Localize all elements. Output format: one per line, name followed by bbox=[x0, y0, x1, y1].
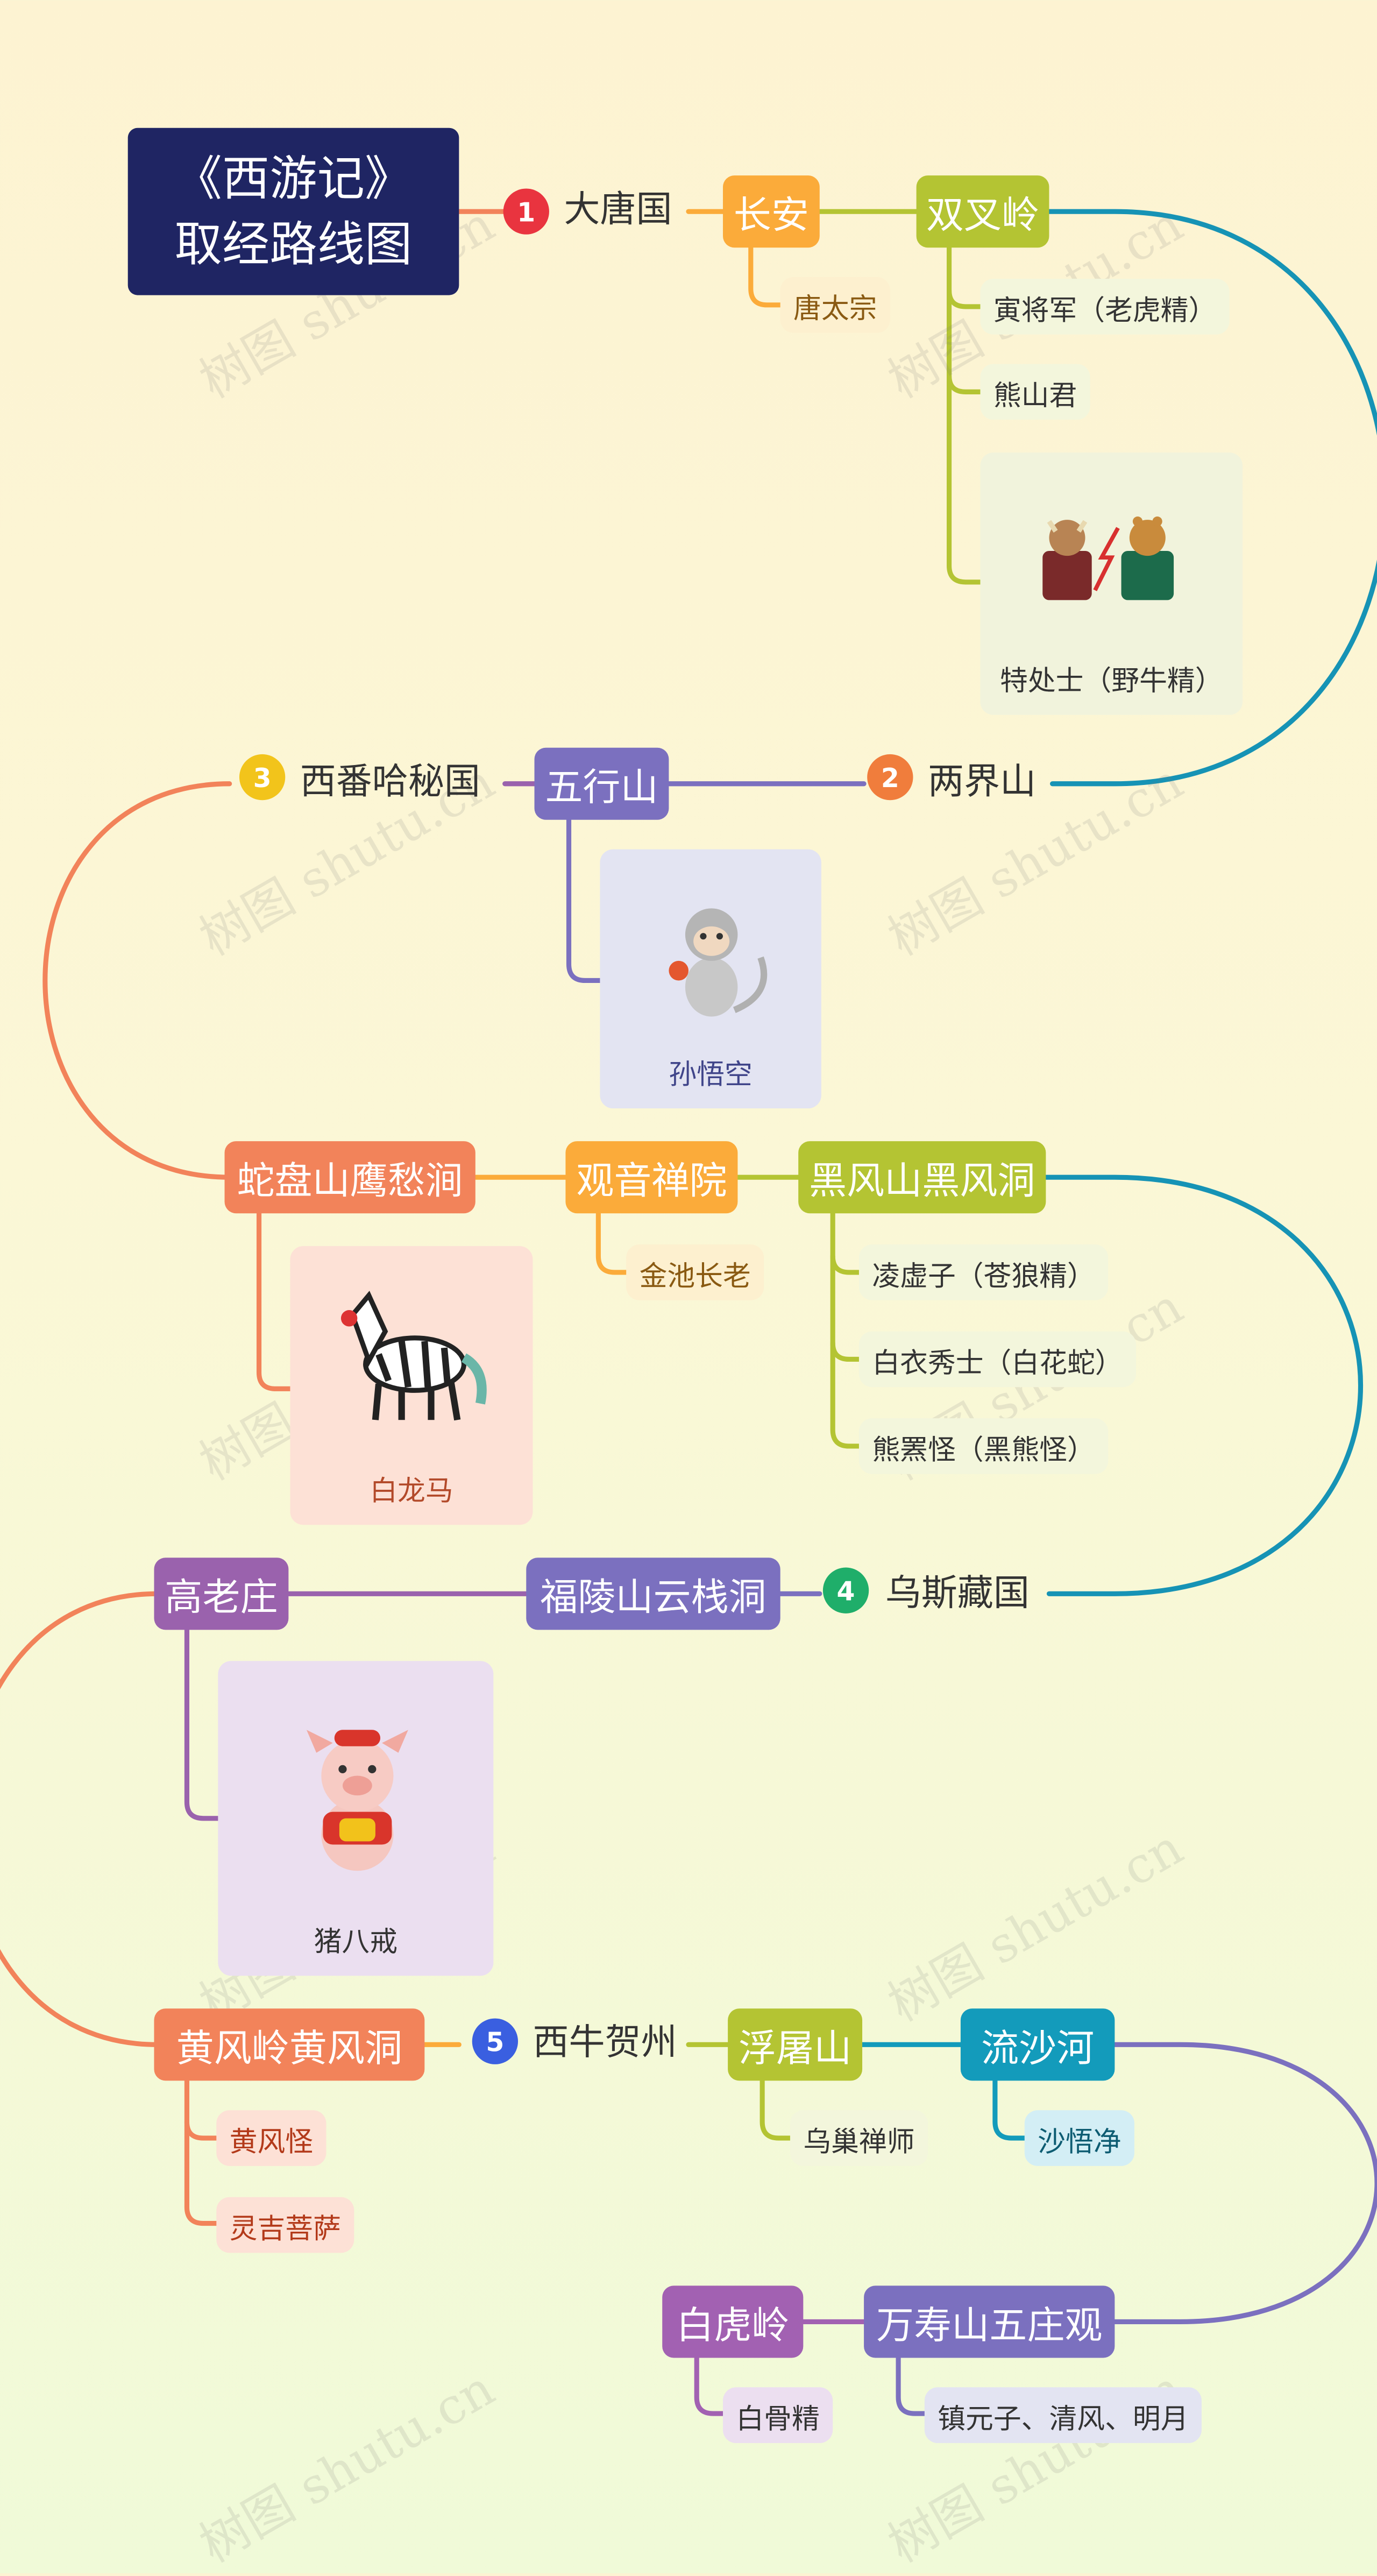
leaf-lingxuzi[interactable]: 凌虚子（苍狼精） bbox=[858, 1244, 1109, 1300]
node-changan[interactable]: 长安 bbox=[722, 175, 820, 248]
image-card-sunwukong[interactable]: 孙悟空 bbox=[600, 849, 821, 1109]
step-number-3: 3 bbox=[239, 754, 286, 801]
node-shepanshan[interactable]: 蛇盘山鹰愁涧 bbox=[224, 1141, 475, 1214]
image-card-zhubajie[interactable]: 猪八戒 bbox=[218, 1661, 494, 1976]
node-liushahe[interactable]: 流沙河 bbox=[960, 2008, 1115, 2081]
bull-tiger-icon bbox=[1042, 516, 1174, 600]
title-line-1: 《西游记》 bbox=[174, 151, 413, 207]
leaf-jinchizhanglao[interactable]: 金池长老 bbox=[626, 1244, 764, 1300]
image-caption: 孙悟空 bbox=[669, 1059, 753, 1092]
node-heifengshan[interactable]: 黑风山黑风洞 bbox=[798, 1141, 1046, 1214]
node-xiniuhezhou[interactable]: 西牛贺州 bbox=[533, 2023, 677, 2064]
leaf-lingjipusa[interactable]: 灵吉菩萨 bbox=[216, 2197, 354, 2253]
leaf-baiyixiushi[interactable]: 白衣秀士（白花蛇） bbox=[858, 1331, 1136, 1388]
image-caption: 特处士（野牛精） bbox=[1000, 666, 1223, 699]
node-liangjieshan[interactable]: 两界山 bbox=[927, 762, 1037, 804]
leaf-yinjiangjun[interactable]: 寅将军（老虎精） bbox=[980, 279, 1230, 335]
image-card-techushi[interactable]: 特处士（野牛精） bbox=[980, 452, 1243, 715]
leaf-xiongpiguai[interactable]: 熊罴怪（黑熊怪） bbox=[858, 1418, 1109, 1474]
step-number-2: 2 bbox=[867, 754, 913, 801]
node-wanshoushan[interactable]: 万寿山五庄观 bbox=[864, 2285, 1115, 2358]
image-card-bailongma[interactable]: 白龙马 bbox=[290, 1246, 533, 1525]
title-line-2: 取经路线图 bbox=[174, 216, 413, 272]
node-baihuling[interactable]: 白虎岭 bbox=[662, 2285, 804, 2358]
leaf-xiongshanjun[interactable]: 熊山君 bbox=[980, 364, 1090, 420]
node-futushan[interactable]: 浮屠山 bbox=[728, 2008, 863, 2081]
monkey-icon bbox=[669, 908, 768, 1017]
node-huangfengling[interactable]: 黄风岭黄风洞 bbox=[154, 2008, 425, 2081]
leaf-baigujing[interactable]: 白骨精 bbox=[722, 2387, 833, 2443]
node-shuangchaling[interactable]: 双叉岭 bbox=[916, 175, 1049, 248]
leaf-shawujing[interactable]: 沙悟净 bbox=[1024, 2110, 1134, 2166]
horse-icon bbox=[340, 1291, 487, 1421]
step-number-4: 4 bbox=[822, 1567, 869, 1613]
leaf-tangtaizong[interactable]: 唐太宗 bbox=[780, 277, 890, 333]
node-datang[interactable]: 大唐国 bbox=[564, 190, 672, 231]
node-wusizangguo[interactable]: 乌斯藏国 bbox=[885, 1574, 1030, 1615]
node-xifanhamiguo[interactable]: 西番哈秘国 bbox=[300, 762, 480, 804]
root-title-node[interactable]: 《西游记》 取经路线图 bbox=[127, 128, 459, 295]
node-guanyinchanyuan[interactable]: 观音禅院 bbox=[565, 1141, 738, 1214]
step-number-1: 1 bbox=[503, 188, 549, 235]
leaf-wuchaochanshi[interactable]: 乌巢禅师 bbox=[790, 2110, 928, 2166]
step-number-5: 5 bbox=[472, 2018, 519, 2064]
pig-icon bbox=[306, 1730, 408, 1871]
node-wuxingshan[interactable]: 五行山 bbox=[534, 747, 669, 820]
node-gaolaozhuang[interactable]: 高老庄 bbox=[154, 1558, 289, 1630]
node-fulingshan[interactable]: 福陵山云栈洞 bbox=[526, 1558, 780, 1630]
leaf-huangfengguai[interactable]: 黄风怪 bbox=[216, 2110, 326, 2166]
image-caption: 白龙马 bbox=[370, 1475, 453, 1509]
leaf-zhenyuanzi[interactable]: 镇元子、清风、明月 bbox=[924, 2387, 1202, 2443]
image-caption: 猪八戒 bbox=[314, 1926, 398, 1959]
